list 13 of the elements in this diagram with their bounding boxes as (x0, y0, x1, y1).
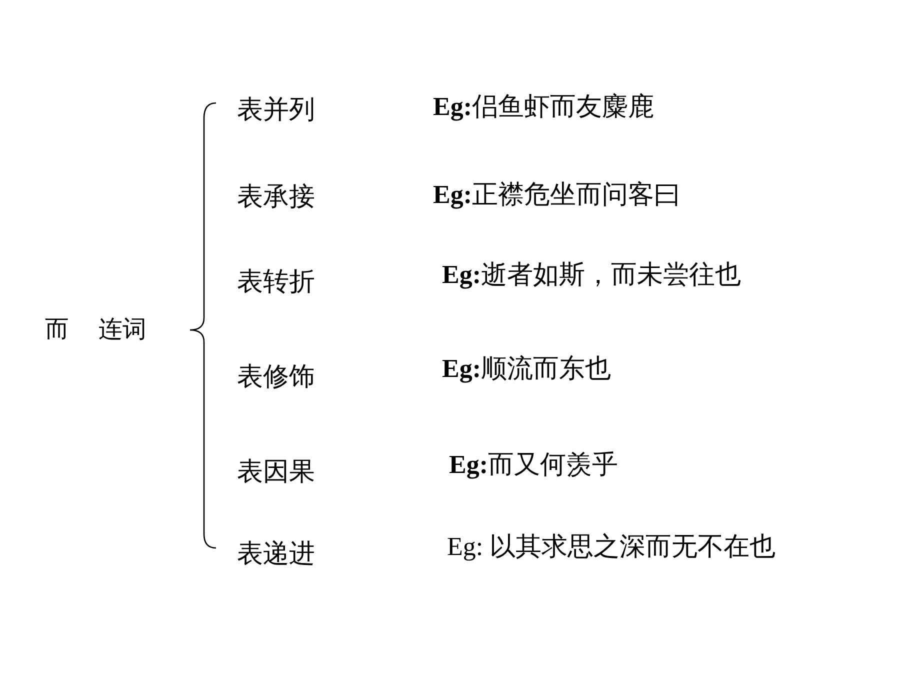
example-text: Eg: 以其求思之深而无不在也 (447, 531, 776, 563)
item-label: 表递进 (237, 538, 315, 571)
example-text: Eg:逝者如斯，而未尝往也 (442, 259, 741, 291)
item-label: 表修饰 (237, 361, 315, 394)
item-label: 表因果 (237, 456, 315, 489)
example-text: Eg:侣鱼虾而友麋鹿 (433, 91, 654, 123)
item-label: 表并列 (237, 94, 315, 127)
item-label: 表承接 (237, 181, 315, 214)
item-label: 表转折 (237, 266, 315, 299)
category-label: 而 连词 (45, 314, 147, 345)
example-text: Eg:正襟危坐而问客曰 (433, 179, 680, 211)
example-text: Eg:顺流而东也 (442, 353, 611, 385)
example-text: Eg:而又何羡乎 (449, 449, 618, 481)
